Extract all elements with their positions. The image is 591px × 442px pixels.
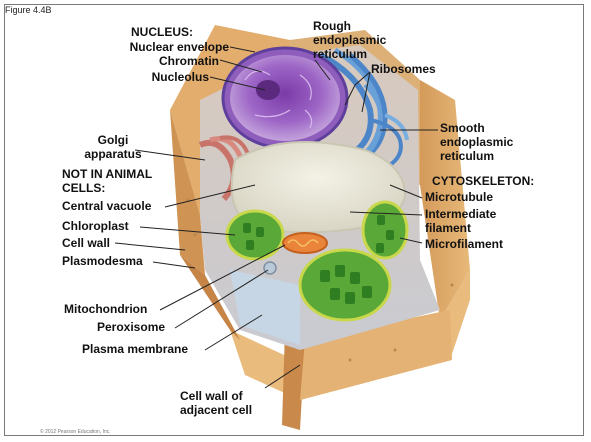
label-not-in-animal-cells-1: NOT IN ANIMAL xyxy=(62,168,152,181)
label-nucleus-heading: NUCLEUS: xyxy=(117,26,207,39)
copyright-notice: © 2012 Pearson Education, Inc. xyxy=(40,429,111,435)
label-smooth-er-2: endoplasmic xyxy=(440,136,513,149)
label-not-in-animal-cells-2: CELLS: xyxy=(62,182,105,195)
label-nuclear-envelope: Nuclear envelope xyxy=(95,41,229,54)
label-cell-wall: Cell wall xyxy=(62,237,110,250)
label-chromatin: Chromatin xyxy=(105,55,219,68)
label-golgi-1: Golgi xyxy=(78,134,148,147)
label-chloroplast: Chloroplast xyxy=(62,220,129,233)
label-smooth-er-1: Smooth xyxy=(440,122,485,135)
label-nucleolus: Nucleolus xyxy=(105,71,209,84)
label-mitochondrion: Mitochondrion xyxy=(64,303,147,316)
mitochondrion xyxy=(283,233,327,253)
label-golgi-2: apparatus xyxy=(78,148,148,161)
label-adjacent-cell-wall-1: Cell wall of xyxy=(180,390,243,403)
label-plasmodesma: Plasmodesma xyxy=(62,255,143,268)
label-ribosomes: Ribosomes xyxy=(371,63,436,76)
label-rough-er-1: Rough xyxy=(313,20,351,33)
label-microfilament: Microfilament xyxy=(425,238,503,251)
label-peroxisome: Peroxisome xyxy=(97,321,165,334)
label-rough-er-2: endoplasmic xyxy=(313,34,386,47)
label-smooth-er-3: reticulum xyxy=(440,150,494,163)
label-plasma-membrane: Plasma membrane xyxy=(82,343,188,356)
nucleus xyxy=(223,48,347,148)
label-cytoskeleton-heading: CYTOSKELETON: xyxy=(432,175,534,188)
label-intermediate-filament-2: filament xyxy=(425,222,471,235)
label-microtubule: Microtubule xyxy=(425,191,493,204)
label-rough-er-3: reticulum xyxy=(313,48,367,61)
label-central-vacuole: Central vacuole xyxy=(62,200,151,213)
label-intermediate-filament-1: Intermediate xyxy=(425,208,496,221)
peroxisome xyxy=(264,262,276,274)
label-adjacent-cell-wall-2: adjacent cell xyxy=(180,404,252,417)
